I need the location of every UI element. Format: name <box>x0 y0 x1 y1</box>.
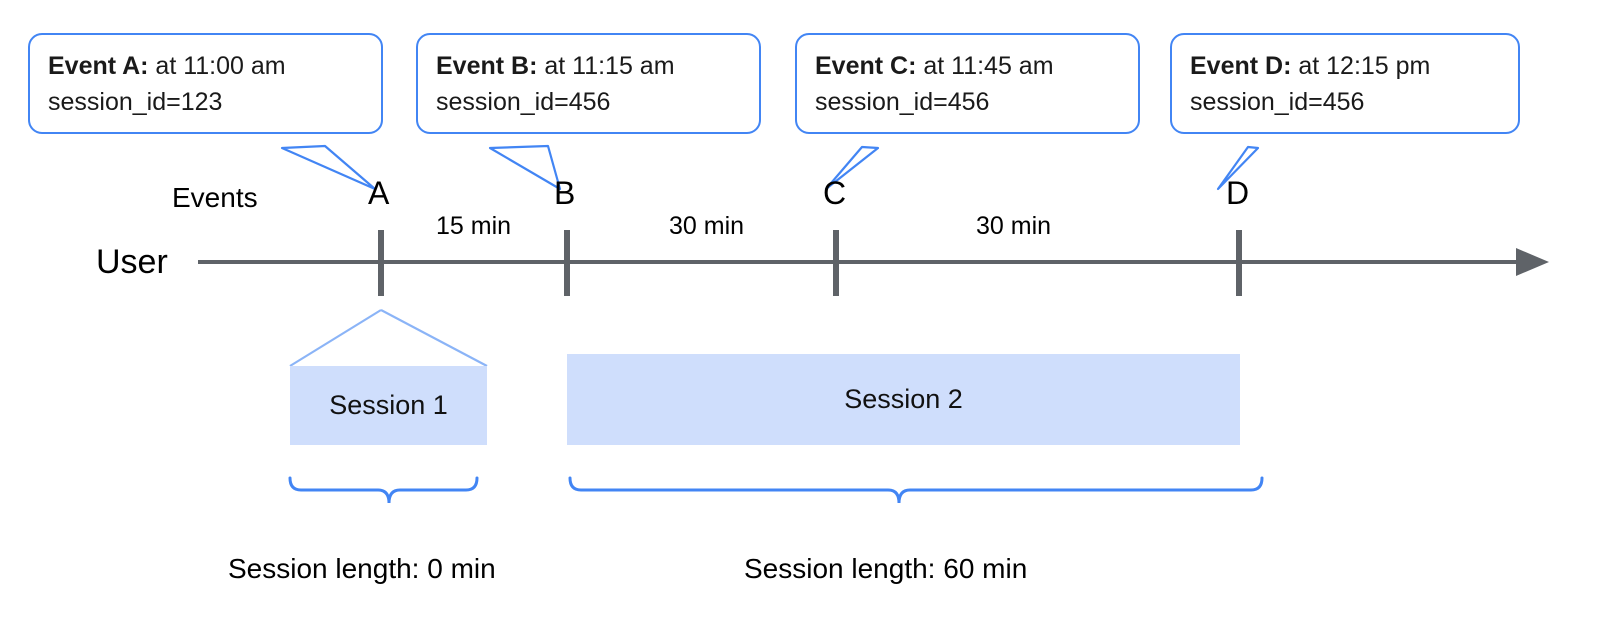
axis-row-label-user: User <box>96 243 168 281</box>
callout-d-time: at 12:15 pm <box>1291 52 1431 80</box>
callout-c-line2: session_id=456 <box>815 87 990 116</box>
callout-b-time: at 11:15 am <box>537 52 675 80</box>
callout-c-lead: Event C: <box>815 52 917 80</box>
callout-event-b: Event B: at 11:15 am session_id=456 <box>416 33 761 134</box>
callout-d-line1: Event D: at 12:15 pm <box>1190 49 1500 85</box>
gap-label-ab: 15 min <box>436 212 512 240</box>
session1-connector-lines <box>289 309 488 367</box>
callout-tail-d <box>1216 145 1260 191</box>
event-marker-label-b: B <box>554 175 576 211</box>
gap-label-cd: 30 min <box>976 212 1052 240</box>
brace-session-2 <box>568 476 1264 504</box>
session-2-length-label: Session length: 60 min <box>744 553 1028 584</box>
callout-tails <box>280 144 1260 191</box>
axis-arrowhead-icon <box>1516 248 1549 276</box>
session-1-length-label: Session length: 0 min <box>228 553 496 584</box>
event-marker-label-a: A <box>368 175 390 211</box>
callout-tail-b <box>488 144 562 191</box>
callout-b-lead: Event B: <box>436 52 538 80</box>
callout-tail-a <box>280 144 377 191</box>
event-marker-label-d: D <box>1226 175 1250 211</box>
session-bar-1-label: Session 1 <box>329 390 448 420</box>
callout-a-line2: session_id=123 <box>48 87 223 116</box>
session1-connector-right <box>380 309 488 367</box>
callout-event-a: Event A: at 11:00 am session_id=123 <box>28 33 383 134</box>
callout-c-line1: Event C: at 11:45 am <box>815 49 1120 85</box>
callout-b-line1: Event B: at 11:15 am <box>436 49 741 85</box>
callout-b-line2: session_id=456 <box>436 87 611 116</box>
callout-c-time: at 11:45 am <box>916 52 1054 80</box>
event-ticks <box>378 230 1242 296</box>
callout-a-line1: Event A: at 11:00 am <box>48 49 363 85</box>
timeline-axis <box>198 248 1549 276</box>
session1-connector-left <box>289 309 382 367</box>
session-bar-1: Session 1 <box>290 366 487 445</box>
session-bar-2: Session 2 <box>567 354 1240 445</box>
gap-label-bc: 30 min <box>669 212 745 240</box>
axis-events-label: Events <box>172 182 258 213</box>
callout-d-line2: session_id=456 <box>1190 87 1365 116</box>
callout-event-c: Event C: at 11:45 am session_id=456 <box>795 33 1140 134</box>
brace-session-1 <box>288 476 479 504</box>
callout-event-d: Event D: at 12:15 pm session_id=456 <box>1170 33 1520 134</box>
event-marker-label-c: C <box>823 175 847 211</box>
callout-a-time: at 11:00 am <box>148 52 286 80</box>
callout-d-lead: Event D: <box>1190 52 1292 80</box>
callout-tail-c <box>824 145 880 191</box>
callout-a-lead: Event A: <box>48 52 149 80</box>
session-bar-2-label: Session 2 <box>844 384 963 414</box>
